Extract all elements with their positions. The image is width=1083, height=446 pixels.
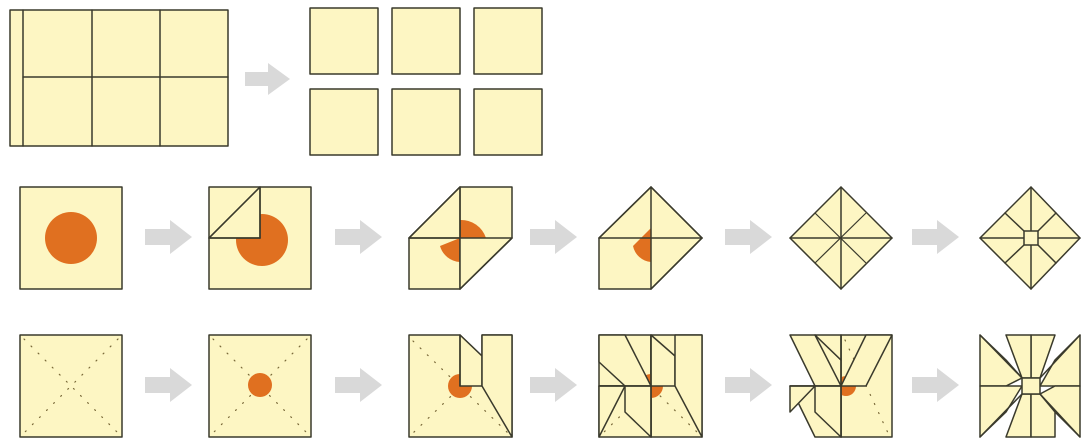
right-arrow-icon	[145, 368, 192, 402]
step-pinwheel-finished	[979, 334, 1081, 438]
right-arrow-icon	[725, 368, 772, 402]
right-arrow-icon	[530, 368, 577, 402]
step-creased-square	[19, 334, 123, 438]
step-fold-corner-2	[408, 186, 513, 290]
step-cut-sheet	[9, 9, 229, 147]
step-pinwheel-fold-1	[408, 334, 513, 438]
step-fold-corner-1	[208, 186, 312, 290]
step-pinwheel-fold-3	[789, 334, 893, 438]
right-arrow-icon	[145, 220, 192, 254]
right-arrow-icon	[912, 220, 959, 254]
right-arrow-icon	[912, 368, 959, 402]
step-six-squares	[309, 7, 543, 156]
step-circle-square	[19, 186, 123, 290]
right-arrow-icon	[245, 63, 290, 95]
right-arrow-icon	[335, 368, 382, 402]
step-pinwheel-fold-2	[598, 334, 703, 438]
step-fold-corner-3	[598, 186, 703, 290]
right-arrow-icon	[530, 220, 577, 254]
step-dot-square	[208, 334, 312, 438]
right-arrow-icon	[335, 220, 382, 254]
step-center-square	[979, 186, 1081, 290]
step-fold-corner-4	[789, 186, 893, 290]
right-arrow-icon	[725, 220, 772, 254]
